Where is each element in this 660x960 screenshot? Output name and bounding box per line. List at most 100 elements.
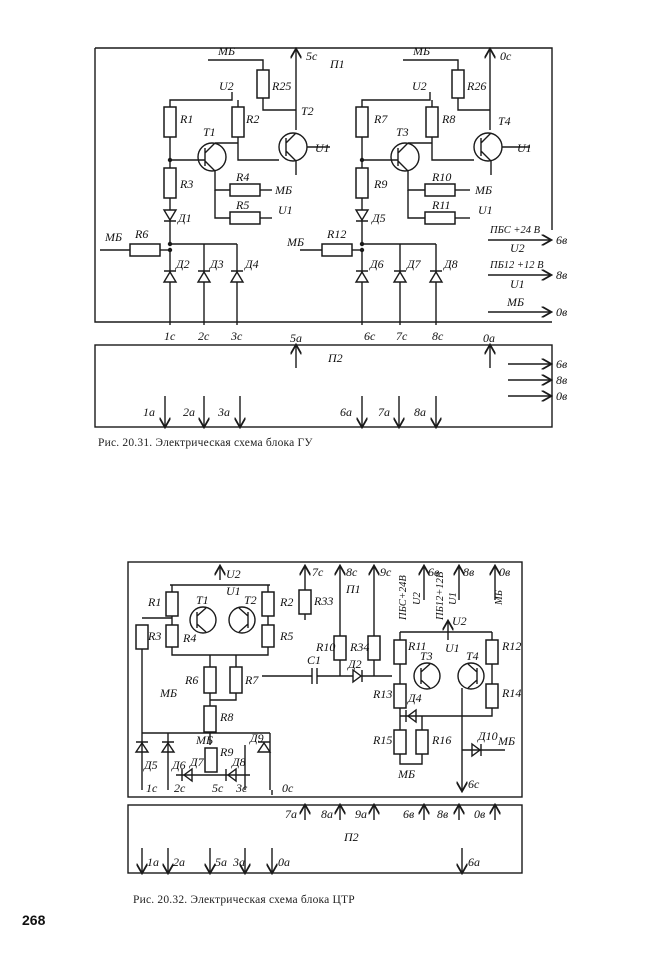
diode-d6 bbox=[354, 270, 370, 283]
label-fig1-mb_top_left: МБ bbox=[217, 44, 235, 58]
label-fig1-t1: T1 bbox=[203, 125, 216, 139]
label-fig1-d5: Д5 bbox=[371, 211, 386, 225]
label-fig2-mb1: МБ bbox=[159, 686, 177, 700]
label-fig2-r13: R13 bbox=[372, 687, 392, 701]
label-fig1-u1_r11: U1 bbox=[478, 203, 493, 217]
label-fig1-r8: R8 bbox=[441, 112, 455, 126]
figure-20-32: П1 П2 U2 U1 R1 R2 T1 T2 R4 R5 bbox=[127, 561, 523, 873]
label-fig1-mb_top_right: МБ bbox=[412, 44, 430, 58]
label-fig1-a3a: 3а bbox=[217, 405, 230, 419]
label-fig2-c2c: 2с bbox=[174, 781, 186, 795]
label-fig1-a8a: 8а bbox=[414, 405, 426, 419]
label-fig2-a3a: 3а bbox=[232, 855, 245, 869]
label-fig2-d10: Д10 bbox=[477, 729, 498, 743]
figure-20-31: П1 П2 МБ R25 5с T2 U1 U2 R1 R2 bbox=[94, 44, 567, 427]
label-fig2-t8v: 8в bbox=[463, 565, 474, 579]
label-fig1-b8v: 8в bbox=[556, 373, 567, 387]
resistor-r26 bbox=[451, 69, 465, 99]
label-fig1-r7: R7 bbox=[373, 112, 388, 126]
label-fig2-a5a: 5а bbox=[215, 855, 227, 869]
resistor-r4-2 bbox=[165, 624, 179, 648]
label-fig1-a7a: 7а bbox=[378, 405, 390, 419]
label-fig1-d4: Д4 bbox=[244, 257, 259, 271]
label-fig2-a8a: 8а bbox=[321, 807, 333, 821]
label-fig1-v5c: 5с bbox=[306, 49, 318, 63]
resistor-r14-2 bbox=[485, 683, 499, 709]
label-fig1-u1_left: U1 bbox=[315, 141, 330, 155]
resistor-r34 bbox=[367, 635, 381, 661]
resistor-r3 bbox=[163, 167, 177, 199]
label-fig1-r10: R10 bbox=[431, 170, 451, 184]
label-fig1-v0c: 0с bbox=[500, 49, 512, 63]
label-fig2-r7: R7 bbox=[244, 673, 259, 687]
label-fig1-a0a: 0а bbox=[483, 331, 495, 345]
label-fig1-u2_side: U2 bbox=[510, 241, 525, 255]
label-fig1-d6: Д6 bbox=[369, 257, 384, 271]
figure-caption-2: Рис. 20.32. Электрическая схема блока ЦТ… bbox=[133, 894, 355, 906]
label-fig1-c1c: 1с bbox=[164, 329, 176, 343]
label-fig2-c1: C1 bbox=[307, 653, 321, 667]
resistor-r15-2 bbox=[393, 729, 407, 755]
label-fig1-d8: Д8 bbox=[443, 257, 458, 271]
label-fig2-t2: T2 bbox=[244, 593, 257, 607]
label-fig2-b6v: 6в bbox=[403, 807, 414, 821]
label-fig1-u2_right: U2 bbox=[412, 79, 427, 93]
diode-d1 bbox=[162, 209, 178, 222]
label-fig2-b0v: 0в bbox=[474, 807, 485, 821]
label-fig2-r5: R5 bbox=[279, 629, 293, 643]
label-fig2-d4: Д4 bbox=[407, 691, 422, 705]
resistor-r11 bbox=[424, 211, 456, 225]
resistor-r11-2 bbox=[393, 639, 407, 665]
label-fig1-o6v: 6в bbox=[556, 233, 567, 247]
label-fig2-t9c: 9с bbox=[380, 565, 392, 579]
label-fig1-r3: R3 bbox=[179, 177, 193, 191]
label-fig2-u2_mid: U2 bbox=[452, 614, 467, 628]
label-fig1-r4: R4 bbox=[235, 170, 249, 184]
cell-left-2: U2 U1 R1 R2 T1 T2 R4 R5 R3 bbox=[134, 567, 294, 795]
label-fig2-r8: R8 bbox=[219, 710, 233, 724]
label-fig1-d1: Д1 bbox=[177, 211, 192, 225]
label-fig1-b0v: 0в bbox=[556, 389, 567, 403]
transistor-t1-2 bbox=[189, 606, 217, 634]
label-fig1-c6c: 6с bbox=[364, 329, 376, 343]
label-fig2-r14: R14 bbox=[501, 686, 521, 700]
label-fig2-u1_mid: U1 bbox=[445, 641, 460, 655]
cell-right: МБ R26 0с T4 U1 U2 R7 R8 T3 bbox=[286, 44, 532, 343]
label-fig2-mbv: МБ bbox=[494, 590, 505, 606]
label-fig2-d9: Д9 bbox=[249, 731, 264, 745]
resistor-r2-2 bbox=[261, 591, 275, 617]
diode-d2-2 bbox=[352, 668, 363, 684]
label-fig2-c1c: 1с bbox=[146, 781, 158, 795]
label-fig1-r11: R11 bbox=[431, 198, 450, 212]
label-fig1-pb12: ПБ12 +12 В bbox=[489, 260, 544, 271]
diode-d5-2 bbox=[134, 741, 150, 753]
label-fig2-t4: T4 bbox=[466, 649, 479, 663]
label-fig2-d5: Д5 bbox=[143, 758, 158, 772]
transistor-t1 bbox=[197, 142, 227, 172]
resistor-r16-2 bbox=[415, 729, 429, 755]
label-fig2-t6v: 6в bbox=[428, 565, 439, 579]
label-fig2-r1: R1 bbox=[147, 595, 161, 609]
side-outputs: ПБС +24 В 6в U2 ПБ12 +12 В 8в U1 МБ 0в bbox=[488, 225, 567, 319]
resistor-r12 bbox=[321, 243, 353, 257]
label-fig1-b6v: 6в bbox=[556, 357, 567, 371]
diode-d3 bbox=[196, 270, 212, 283]
label-fig1-a6a: 6а bbox=[340, 405, 352, 419]
label-fig2-r9: R9 bbox=[219, 745, 233, 759]
label-fig2-r6: R6 bbox=[184, 673, 198, 687]
top-connectors-2: 7с R33 8с 9с R10 R34 C1 Д2 ПБС+24В U2 6в… bbox=[262, 565, 510, 684]
label-fig2-r15: R15 bbox=[372, 733, 392, 747]
label-fig2-r3: R3 bbox=[147, 629, 161, 643]
label-fig1-t4: T4 bbox=[498, 114, 511, 128]
label-fig2-r10: R10 bbox=[315, 640, 335, 654]
label-fig2-p2: П2 bbox=[343, 830, 359, 844]
label-fig2-r34: R34 bbox=[349, 640, 369, 654]
resistor-r5-2 bbox=[261, 624, 275, 648]
label-fig2-p1: П1 bbox=[345, 582, 361, 596]
label-fig1-r6: R6 bbox=[134, 227, 148, 241]
resistor-r8-2 bbox=[203, 705, 217, 733]
label-fig1-c8c: 8с bbox=[432, 329, 444, 343]
label-fig1-u2_left: U2 bbox=[219, 79, 234, 93]
figure-caption-1: Рис. 20.31. Электрическая схема блока ГУ bbox=[98, 437, 313, 449]
label-fig2-mb4: МБ bbox=[497, 734, 515, 748]
